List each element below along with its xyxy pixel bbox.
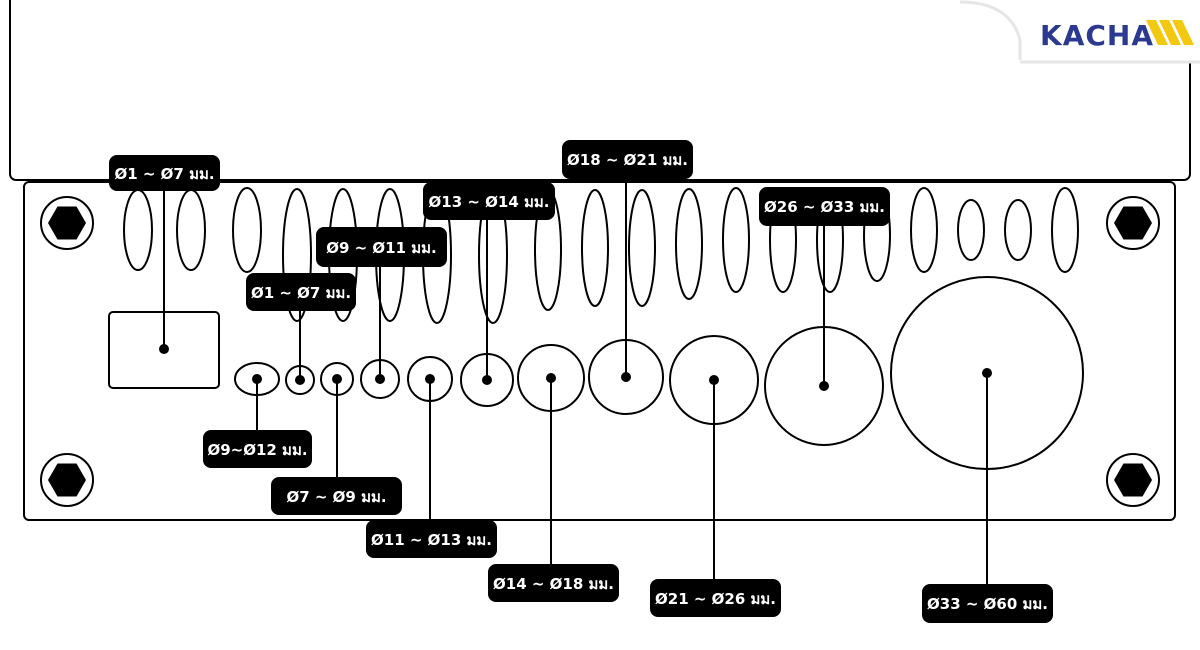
size-label-c10: Ø33 ~ Ø60 มม. xyxy=(922,584,1053,623)
size-label-c7: Ø18 ~ Ø21 มม. xyxy=(562,140,693,179)
size-label-c8: Ø21 ~ Ø26 มม. xyxy=(650,579,781,617)
corner-screw-bottom-right xyxy=(1106,453,1160,507)
size-label-oval: Ø9~Ø12 มม. xyxy=(203,430,312,468)
oval-slot xyxy=(1004,199,1032,261)
size-label-text: Ø9~Ø12 มม. xyxy=(207,441,307,459)
oval-slot xyxy=(910,187,938,273)
size-label-text: Ø14 ~ Ø18 มม. xyxy=(493,575,614,593)
center-dot xyxy=(252,374,262,384)
oval-slot xyxy=(628,189,656,307)
oval-slot xyxy=(722,187,750,293)
center-dot xyxy=(819,381,829,391)
size-label-c6: Ø14 ~ Ø18 มม. xyxy=(488,564,619,602)
brand-logo-text: KACHA xyxy=(1040,19,1154,52)
oval-slot xyxy=(957,199,985,261)
size-label-text: Ø7 ~ Ø9 มม. xyxy=(286,488,386,506)
hex-bolt-icon xyxy=(48,206,86,240)
center-dot xyxy=(482,375,492,385)
size-label-text: Ø26 ~ Ø33 มม. xyxy=(764,198,885,216)
oval-slot xyxy=(176,189,206,271)
oval-slot xyxy=(123,189,153,271)
center-dot xyxy=(982,368,992,378)
size-label-text: Ø1 ~ Ø7 มม. xyxy=(114,165,214,183)
center-dot xyxy=(159,344,169,354)
brand-stripe-3 xyxy=(1172,20,1194,45)
size-label-c4: Ø11 ~ Ø13 มม. xyxy=(366,520,497,558)
center-dot xyxy=(375,374,385,384)
size-label-c3: Ø9 ~ Ø11 มม. xyxy=(316,227,447,267)
size-label-c9: Ø26 ~ Ø33 มม. xyxy=(759,187,890,226)
corner-screw-bottom-left xyxy=(40,453,94,507)
center-dot xyxy=(332,374,342,384)
size-label-text: Ø13 ~ Ø14 มม. xyxy=(429,193,550,211)
hex-bolt-icon xyxy=(1114,463,1152,497)
center-dot xyxy=(546,373,556,383)
center-dot xyxy=(621,372,631,382)
size-label-rect: Ø1 ~ Ø7 มม. xyxy=(109,155,220,191)
brand-stripe-1 xyxy=(1146,20,1168,45)
oval-slot xyxy=(675,188,703,300)
center-dot xyxy=(709,375,719,385)
oval-slot xyxy=(1051,187,1079,273)
size-label-text: Ø33 ~ Ø60 มม. xyxy=(927,595,1048,613)
enclosure-upper-body xyxy=(9,0,1191,181)
size-label-text: Ø11 ~ Ø13 มม. xyxy=(371,531,492,549)
size-label-text: Ø18 ~ Ø21 มม. xyxy=(567,151,688,169)
size-label-c5: Ø13 ~ Ø14 มม. xyxy=(423,182,555,220)
hex-bolt-icon xyxy=(1114,206,1152,240)
oval-slot xyxy=(581,189,609,307)
center-dot xyxy=(295,375,305,385)
corner-screw-top-right xyxy=(1106,196,1160,250)
size-label-text: Ø21 ~ Ø26 มม. xyxy=(655,590,776,608)
brand-logo: KACHA xyxy=(959,0,1200,64)
size-label-text: Ø9 ~ Ø11 มม. xyxy=(326,239,437,257)
corner-screw-top-left xyxy=(40,196,94,250)
center-dot xyxy=(425,374,435,384)
size-label-round-small: Ø1 ~ Ø7 มม. xyxy=(246,273,356,311)
brand-stripe-2 xyxy=(1159,20,1181,45)
size-label-c2: Ø7 ~ Ø9 มม. xyxy=(271,477,402,515)
oval-slot xyxy=(232,187,262,273)
hex-bolt-icon xyxy=(48,463,86,497)
size-label-text: Ø1 ~ Ø7 มม. xyxy=(251,284,351,302)
